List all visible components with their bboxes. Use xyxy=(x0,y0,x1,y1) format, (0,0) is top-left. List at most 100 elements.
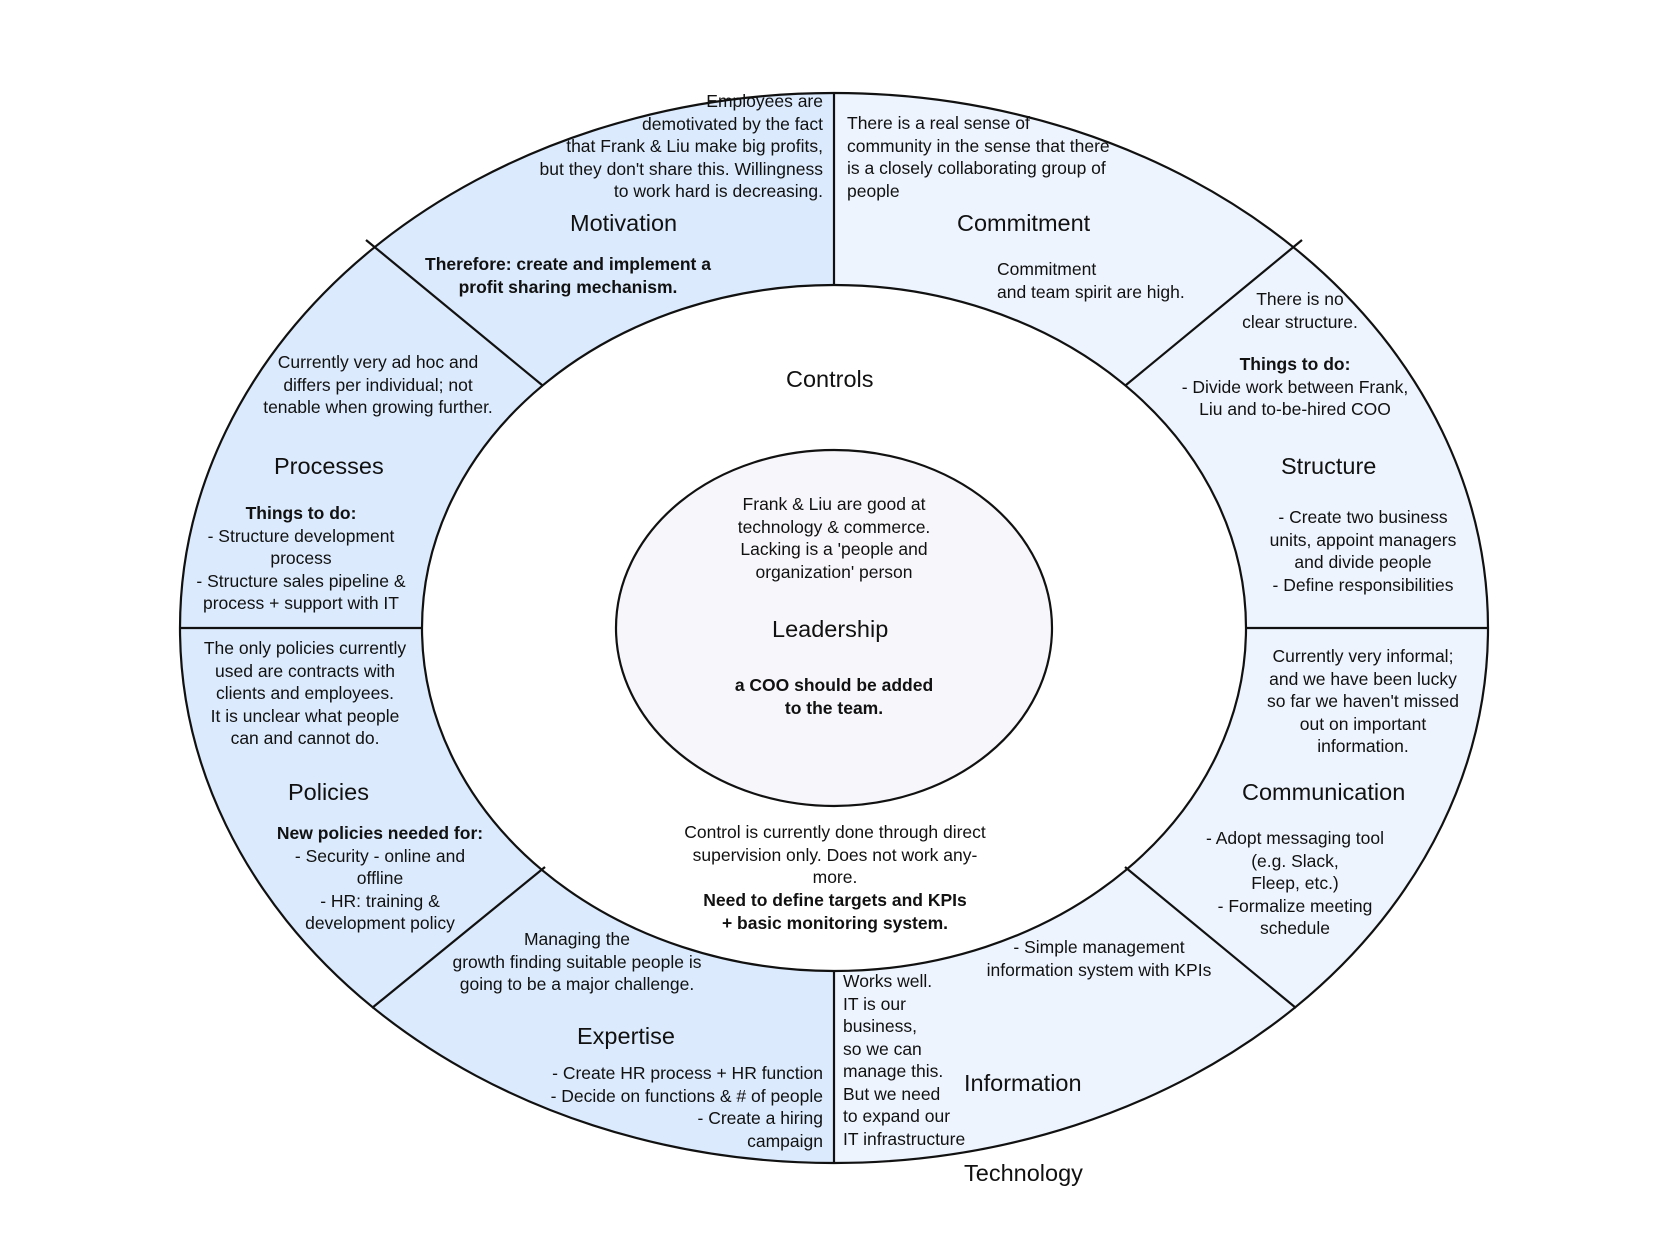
text-line: - HR: training & xyxy=(320,890,440,911)
text-line: - Structure sales pipeline & xyxy=(196,570,406,591)
controls-note: Control is currently done through direct… xyxy=(650,821,1020,889)
text-line: going to be a major challenge. xyxy=(459,974,695,994)
text-line: profit sharing mechanism. xyxy=(458,276,678,297)
text-line: - Create a hiring xyxy=(697,1108,823,1128)
left-segments-area xyxy=(180,249,834,1163)
text-line: clients and employees. xyxy=(215,683,395,703)
text-line: - Structure development xyxy=(207,525,395,546)
text-line: process + support with IT xyxy=(203,593,399,613)
text-line: - Divide work between Frank, xyxy=(1181,376,1409,397)
expertise-title: Expertise xyxy=(577,1023,675,1049)
text-line: Need to define targets and KPIs xyxy=(703,890,967,910)
text-line: process xyxy=(270,548,332,568)
text-line: There is no xyxy=(1256,289,1344,309)
structure-todo-header: Things to do: xyxy=(1239,354,1351,374)
text-line: Lacking is a 'people and xyxy=(740,539,928,559)
text-line: - Decide on functions & # of people xyxy=(550,1085,823,1106)
text-line: supervision only. Does not work any- xyxy=(692,844,978,865)
text-line: tenable when growing further. xyxy=(263,397,493,417)
it-action: - Simple management information system w… xyxy=(968,936,1230,981)
text-line: Information xyxy=(964,1070,1082,1096)
text-line: Therefore: create and implement a xyxy=(425,254,711,274)
text-line: - Create HR process + HR function xyxy=(552,1063,823,1083)
text-line: manage this. xyxy=(843,1061,944,1081)
text-line: - Formalize meeting xyxy=(1217,895,1373,916)
leadership-ellipse xyxy=(614,448,1054,808)
text-line: information. xyxy=(1317,736,1409,756)
text-line: organization' person xyxy=(755,561,913,582)
controls-action: Need to define targets and KPIs + basic … xyxy=(660,889,1010,934)
text-line: people xyxy=(847,180,900,201)
text-line: community in the sense that there xyxy=(847,135,1110,156)
text-line: Frank & Liu are good at xyxy=(742,494,926,514)
divider-lower-right xyxy=(1124,866,1297,1009)
text-line: is a closely collaborating group of xyxy=(847,158,1106,178)
communication-action: - Adopt messaging tool (e.g. Slack, Flee… xyxy=(1175,827,1415,940)
text-line: - Simple management xyxy=(1013,937,1185,957)
text-line: Commitment xyxy=(997,259,1097,279)
text-line: - Define responsibilities xyxy=(1272,574,1454,595)
structure-note: There is no clear structure. xyxy=(1200,288,1400,333)
text-line: technology & commerce. xyxy=(737,516,931,537)
text-line: used are contracts with xyxy=(215,660,395,681)
it-note: Works well. IT is our business, so we ca… xyxy=(843,970,993,1150)
policies-title: Policies xyxy=(288,779,369,805)
motivation-segment xyxy=(371,93,834,386)
controls-title: Controls xyxy=(786,366,874,392)
text-line: but they don't share this. Willingness xyxy=(539,158,824,179)
text-line: so far we haven't missed xyxy=(1266,691,1460,711)
motivation-note: Employees are demotivated by the fact th… xyxy=(480,90,824,203)
text-line: units, appoint managers xyxy=(1269,529,1457,550)
processes-note: Currently very ad hoc and differs per in… xyxy=(238,351,518,419)
expertise-action: - Create HR process + HR function - Deci… xyxy=(530,1062,823,1152)
text-line: Control is currently done through direct xyxy=(684,822,986,842)
text-line: Technology xyxy=(964,1160,1083,1186)
text-line: Liu and to-be-hired COO xyxy=(1199,399,1391,419)
text-line: - Create two business xyxy=(1278,507,1448,527)
text-line: that Frank & Liu make big profits, xyxy=(566,136,823,156)
divider-upper-left xyxy=(365,239,543,386)
text-line: Fleep, etc.) xyxy=(1251,873,1339,893)
text-line: IT infrastructure xyxy=(843,1128,966,1149)
text-line: to expand our xyxy=(843,1106,951,1126)
text-line: and divide people xyxy=(1294,552,1432,572)
text-line: information system with KPIs xyxy=(986,959,1212,980)
text-line: Managing the xyxy=(523,929,631,949)
text-line: growth finding suitable people is xyxy=(452,951,702,972)
text-line: (e.g. Slack, xyxy=(1251,850,1339,871)
divider-lower-left xyxy=(371,866,546,1009)
processes-todo: Things to do: - Structure development pr… xyxy=(175,502,427,615)
text-line: IT is our xyxy=(843,993,906,1014)
text-line: clear structure. xyxy=(1242,311,1358,332)
policies-todo-header: New policies needed for: xyxy=(276,823,484,843)
leadership-title: Leadership xyxy=(772,616,889,642)
text-line: Works well. xyxy=(843,971,933,991)
text-line: Employees are xyxy=(706,91,823,111)
text-line: business, xyxy=(843,1016,917,1036)
text-line: out on important xyxy=(1299,713,1427,734)
processes-todo-header: Things to do: xyxy=(245,503,357,523)
motivation-action: Therefore: create and implement a profit… xyxy=(418,253,718,298)
structure-title: Structure xyxy=(1281,453,1377,479)
text-line: differs per individual; not xyxy=(283,374,473,395)
commitment-note: There is a real sense of community in th… xyxy=(847,112,1167,202)
expertise-note: Managing the growth finding suitable peo… xyxy=(437,928,717,996)
communication-note: Currently very informal; and we have bee… xyxy=(1238,645,1488,758)
text-line: development policy xyxy=(305,913,455,933)
policies-note: The only policies currently used are con… xyxy=(185,637,425,750)
text-line: It is unclear what people xyxy=(210,705,400,726)
communication-title: Communication xyxy=(1242,779,1406,805)
text-line: to the team. xyxy=(784,697,884,718)
text-line: and we have been lucky xyxy=(1269,668,1457,689)
text-line: + basic monitoring system. xyxy=(721,912,949,933)
leadership-action: a COO should be added to the team. xyxy=(704,674,964,719)
text-line: can and cannot do. xyxy=(230,728,380,748)
text-line: - Security - online and xyxy=(294,845,466,866)
text-line: more. xyxy=(812,867,858,887)
text-line: so we can xyxy=(843,1038,922,1059)
it-title: Information Technology xyxy=(964,1008,1083,1218)
text-line: Currently very informal; xyxy=(1272,646,1454,666)
commitment-title: Commitment xyxy=(957,210,1091,236)
divider-upper-right xyxy=(1125,239,1303,386)
